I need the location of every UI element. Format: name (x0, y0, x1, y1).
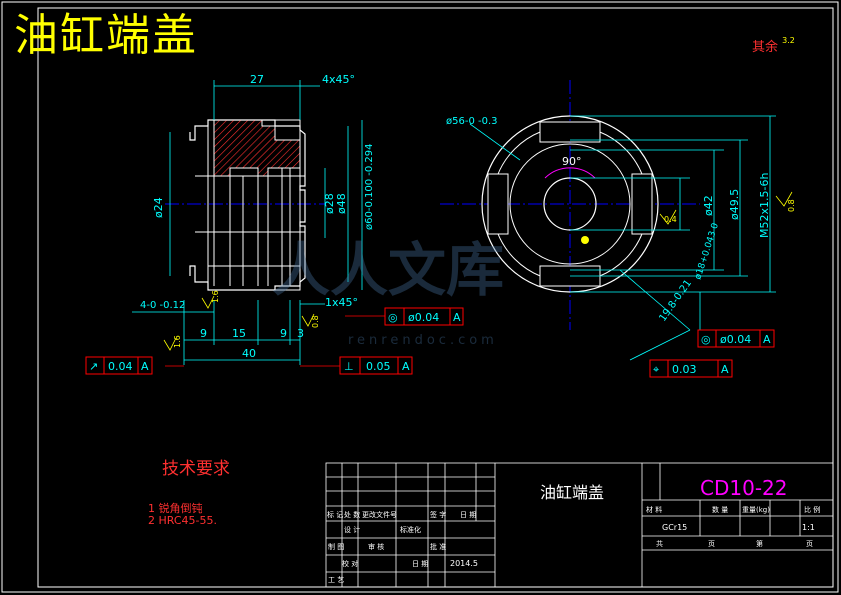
rough-08-right: 0.8 (787, 199, 796, 212)
tb-date-label: 日 期 (412, 560, 428, 568)
tb-weight: 重量(kg) (742, 506, 770, 514)
tb-material: GCr15 (662, 523, 687, 532)
tb-scale-label: 比 例 (804, 505, 820, 514)
tb-page-of: 页 (806, 540, 813, 548)
dim-dia48: ø48 (335, 193, 348, 214)
gdt-concentricity-right: ◎ ø0.04 A (697, 329, 775, 348)
dim-dia495: ø49.5 (728, 189, 741, 220)
dim-dia18: ø18+0.043 0 (693, 222, 721, 281)
tb-sign: 签 字 (430, 510, 446, 519)
tb-sheet: 共 (656, 539, 663, 548)
tb-count: 数 量 (712, 505, 728, 514)
tb-sheet-of: 页 (708, 540, 715, 548)
tb-date: 日 期 (460, 511, 476, 519)
tb-process: 工 艺 (328, 576, 344, 584)
gdt-position: ⌖ 0.03 A (649, 359, 733, 378)
gdt-perpendicularity: ⊥ 0.05 A (339, 356, 413, 375)
dim-dia28: ø28 (323, 193, 336, 214)
dim-40: 40 (242, 347, 256, 360)
watermark-url: renrendoc.com (348, 333, 498, 348)
gdt-runout-symbol: ↗ (89, 360, 98, 373)
rough-08-left: 0.8 (311, 315, 320, 328)
tb-drawing-no: CD10-22 (700, 476, 787, 500)
dim-dia24: ø24 (152, 197, 165, 218)
right-end-view (440, 80, 776, 361)
rough-16b: 1.6 (173, 335, 182, 348)
gdt-pos-value: 0.03 (672, 363, 697, 376)
tb-approve: 批 准 (430, 542, 446, 551)
gdt-conc-left-datum: A (453, 311, 461, 324)
tb-qty: 处 数 (344, 510, 360, 519)
dim-1x45: 1x45° (325, 296, 358, 309)
tb-mark: 标 记 (327, 510, 343, 519)
dim-dia56: ø56-0 -0.3 (446, 116, 498, 127)
dim-4x45: 4x45° (322, 73, 355, 86)
surface-note-text: 其余 (752, 40, 779, 55)
gdt-runout-datum: A (141, 360, 149, 373)
dim-27: 27 (250, 73, 264, 86)
dim-dia60: ø60-0.100 -0.294 (364, 144, 375, 231)
tb-material-label: 材 料 (646, 505, 662, 514)
tb-date-value: 2014.5 (450, 559, 478, 568)
gdt-perp-datum: A (402, 360, 410, 373)
tb-check: 校 对 (342, 559, 358, 568)
gdt-runout: ↗ 0.04 A (85, 356, 153, 375)
dim-angle90: 90° (562, 155, 582, 168)
gdt-pos-datum: A (721, 363, 729, 376)
dim-9a: 9 (200, 327, 207, 340)
surface-roughness-value: 3.2 (782, 36, 795, 45)
dim-9b: 9 (280, 327, 287, 340)
gdt-runout-value: 0.04 (108, 360, 133, 373)
left-section-view (132, 80, 385, 367)
gdt-perp-symbol: ⊥ (344, 360, 354, 373)
dim-tol4: 4-0 -0.12 (140, 300, 185, 311)
surface-note: 其余 3.2 (752, 36, 795, 55)
tb-review: 审 核 (368, 542, 384, 551)
tb-page: 第 (756, 539, 763, 548)
tb-scale: 1:1 (802, 523, 815, 532)
watermark-brand: 人人文库 (272, 236, 504, 304)
tb-design: 设 计 (344, 525, 360, 534)
title-block (325, 462, 834, 588)
gdt-conc-right-symbol: ◎ (701, 333, 711, 346)
dim-3: 3 (297, 327, 304, 340)
watermark: 人人文库 renrendoc.com (272, 236, 504, 348)
drawing-title: 油缸端盖 (14, 10, 198, 61)
gdt-conc-left-value: ø0.04 (408, 311, 439, 324)
gdt-concentricity-left: ◎ ø0.04 A (384, 307, 464, 326)
tb-draw: 制 图 (328, 542, 344, 551)
gdt-conc-right-value: ø0.04 (720, 333, 751, 346)
gdt-conc-left-symbol: ◎ (388, 311, 398, 324)
gdt-perp-value: 0.05 (366, 360, 391, 373)
tb-zone: 更改文件号 (362, 510, 397, 519)
tech-requirements-heading: 技术要求 (162, 459, 230, 479)
tb-part-name: 油缸端盖 (540, 483, 604, 502)
dim-15: 15 (232, 327, 246, 340)
gdt-pos-symbol: ⌖ (653, 363, 659, 376)
dim-19: 19.8-0.21 (657, 278, 694, 324)
rough-16a: 1.6 (211, 290, 220, 303)
gdt-conc-right-datum: A (763, 333, 771, 346)
tech-item-2: 2 HRC45-55. (148, 514, 218, 527)
tech-item-1: 1 锐角倒钝 (148, 502, 203, 515)
tb-std: 标准化 (400, 525, 421, 534)
dim-dia42: ø42 (702, 195, 715, 216)
dim-thread: M52x1.5-6h (758, 173, 771, 238)
